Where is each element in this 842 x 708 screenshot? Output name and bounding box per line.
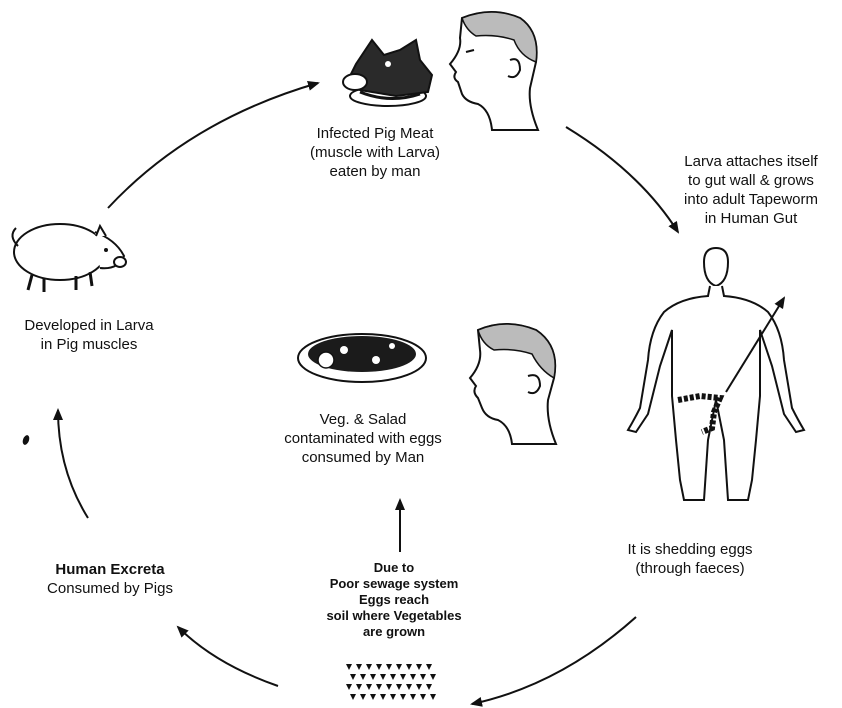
soil-vegetables-illustration [346, 664, 436, 700]
arrow-soil-to-excreta [178, 627, 278, 686]
salad-plate-illustration [298, 334, 426, 382]
man-head-eating-salad-illustration [470, 324, 556, 444]
arrow-meat-to-gut [566, 127, 678, 232]
man-head-illustration [450, 12, 538, 130]
human-body-illustration [628, 248, 804, 500]
label-shedding-eggs: It is shedding eggs(through faeces) [600, 540, 780, 578]
pig-meat-plate-illustration [343, 40, 432, 106]
arrow-excreta-to-pig [58, 410, 88, 518]
arrow-shedding-to-soil [472, 617, 636, 704]
egg-dot [21, 434, 30, 445]
label-pig-meat: Infected Pig Meat(muscle with Larva)eate… [310, 124, 440, 181]
arrow-pig-to-meat [108, 83, 318, 208]
pig-illustration [12, 224, 126, 292]
